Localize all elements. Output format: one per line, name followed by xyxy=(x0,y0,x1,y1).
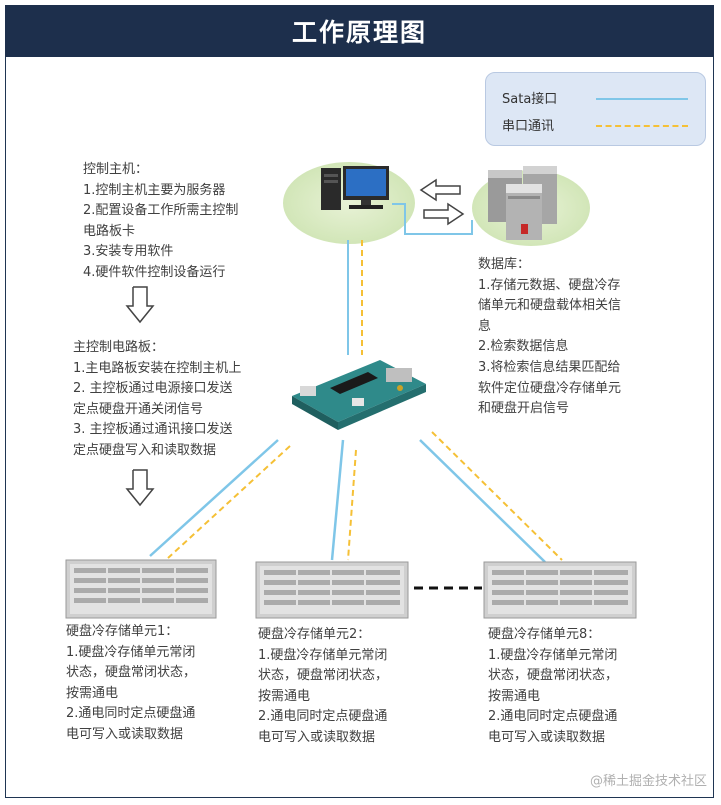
unit-line: 按需通电 xyxy=(258,688,311,704)
database-line: 1.存储元数据、硬盘冷存 xyxy=(478,277,621,293)
circuit-board-icon xyxy=(292,360,426,430)
serial-line-board-unit1 xyxy=(167,445,291,559)
board-description: 主控制电路板： 1.主电路板安装在控制主机上 2. 主控板通过电源接口发送 定点… xyxy=(73,338,241,462)
legend: Sata接口 串口通讯 xyxy=(485,72,706,146)
legend-label-sata: Sata接口 xyxy=(502,92,558,107)
legend-line-serial xyxy=(596,125,688,127)
unit-line: 电可写入或读取数据 xyxy=(66,726,184,742)
host-heading: 控制主机： xyxy=(83,162,149,177)
unit-line: 电可写入或读取数据 xyxy=(488,729,606,745)
database-line: 2.检索数据信息 xyxy=(478,339,569,355)
disk-array-icon xyxy=(255,561,409,619)
disk-array-icon xyxy=(65,559,217,619)
unit-heading: 硬盘冷存储单元1： xyxy=(66,624,179,639)
unit-heading: 硬盘冷存储单元2： xyxy=(258,627,371,642)
database-description: 数据库： 1.存储元数据、硬盘冷存 储单元和硬盘载体相关信 息 2.检索数据信息… xyxy=(478,255,621,420)
unit-line: 1.硬盘冷存储单元常闭 xyxy=(258,647,388,663)
database-line: 软件定位硬盘冷存储单元 xyxy=(478,380,622,396)
watermark: @稀土掘金技术社区 xyxy=(589,774,707,789)
database-heading: 数据库： xyxy=(478,257,531,272)
unit-line: 2.通电同时定点硬盘通 xyxy=(258,709,388,725)
legend-label-serial: 串口通讯 xyxy=(502,119,555,134)
board-line: 1.主电路板安装在控制主机上 xyxy=(73,360,242,376)
database-line: 储单元和硬盘载体相关信 xyxy=(478,298,622,314)
legend-line-sata xyxy=(596,98,688,100)
host-line: 电路板卡 xyxy=(83,223,136,239)
board-heading: 主控制电路板： xyxy=(73,340,165,355)
database-line: 3.将检索信息结果匹配给 xyxy=(478,359,621,375)
sata-line-board-unit2 xyxy=(330,439,345,561)
board-line: 定点硬盘开通关闭信号 xyxy=(73,401,204,417)
disk-array-icon xyxy=(483,561,637,619)
serial-line-board-unit8 xyxy=(431,431,563,561)
diagram-title: 工作原理图 xyxy=(5,5,714,57)
unit-line: 1.硬盘冷存储单元常闭 xyxy=(66,644,196,660)
unit1-description: 硬盘冷存储单元1： 1.硬盘冷存储单元常闭 状态，硬盘常闭状态， 按需通电 2.… xyxy=(66,622,196,746)
host-line: 3.安装专用软件 xyxy=(83,244,174,260)
sata-line-board-unit1 xyxy=(149,439,279,557)
unit-line: 电可写入或读取数据 xyxy=(258,729,376,745)
sata-line-board-unit8 xyxy=(419,439,546,563)
board-line: 定点硬盘写入和读取数据 xyxy=(73,442,217,458)
unit-line: 2.通电同时定点硬盘通 xyxy=(488,709,618,725)
host-line: 1.控制主机主要为服务器 xyxy=(83,182,226,198)
unit-line: 状态，硬盘常闭状态， xyxy=(488,668,619,684)
down-arrow-icon xyxy=(125,286,155,324)
serial-line-board-unit2 xyxy=(347,449,357,561)
unit-heading: 硬盘冷存储单元8： xyxy=(488,627,601,642)
host-description: 控制主机： 1.控制主机主要为服务器 2.配置设备工作所需主控制 电路板卡 3.… xyxy=(83,160,238,284)
unit2-description: 硬盘冷存储单元2： 1.硬盘冷存储单元常闭 状态，硬盘常闭状态， 按需通电 2.… xyxy=(258,625,388,749)
unit-line: 状态，硬盘常闭状态， xyxy=(66,665,197,681)
unit-line: 1.硬盘冷存储单元常闭 xyxy=(488,647,618,663)
desktop-computer-icon xyxy=(321,166,389,210)
unit-line: 按需通电 xyxy=(66,685,119,701)
exchange-arrows-icon xyxy=(419,178,465,226)
unit-line: 状态，硬盘常闭状态， xyxy=(258,668,389,684)
board-line: 2. 主控板通过电源接口发送 xyxy=(73,381,233,397)
unit8-description: 硬盘冷存储单元8： 1.硬盘冷存储单元常闭 状态，硬盘常闭状态， 按需通电 2.… xyxy=(488,625,618,749)
down-arrow-icon xyxy=(125,469,155,507)
sata-line-host-server xyxy=(392,203,473,235)
board-line: 3. 主控板通过通讯接口发送 xyxy=(73,422,233,438)
host-line: 2.配置设备工作所需主控制 xyxy=(83,203,239,219)
database-line: 和硬盘开启信号 xyxy=(478,401,570,417)
server-tower-icon xyxy=(488,166,557,240)
database-line: 息 xyxy=(478,318,492,334)
unit-line: 2.通电同时定点硬盘通 xyxy=(66,706,196,722)
host-line: 4.硬件软件控制设备运行 xyxy=(83,264,226,280)
unit-line: 按需通电 xyxy=(488,688,541,704)
